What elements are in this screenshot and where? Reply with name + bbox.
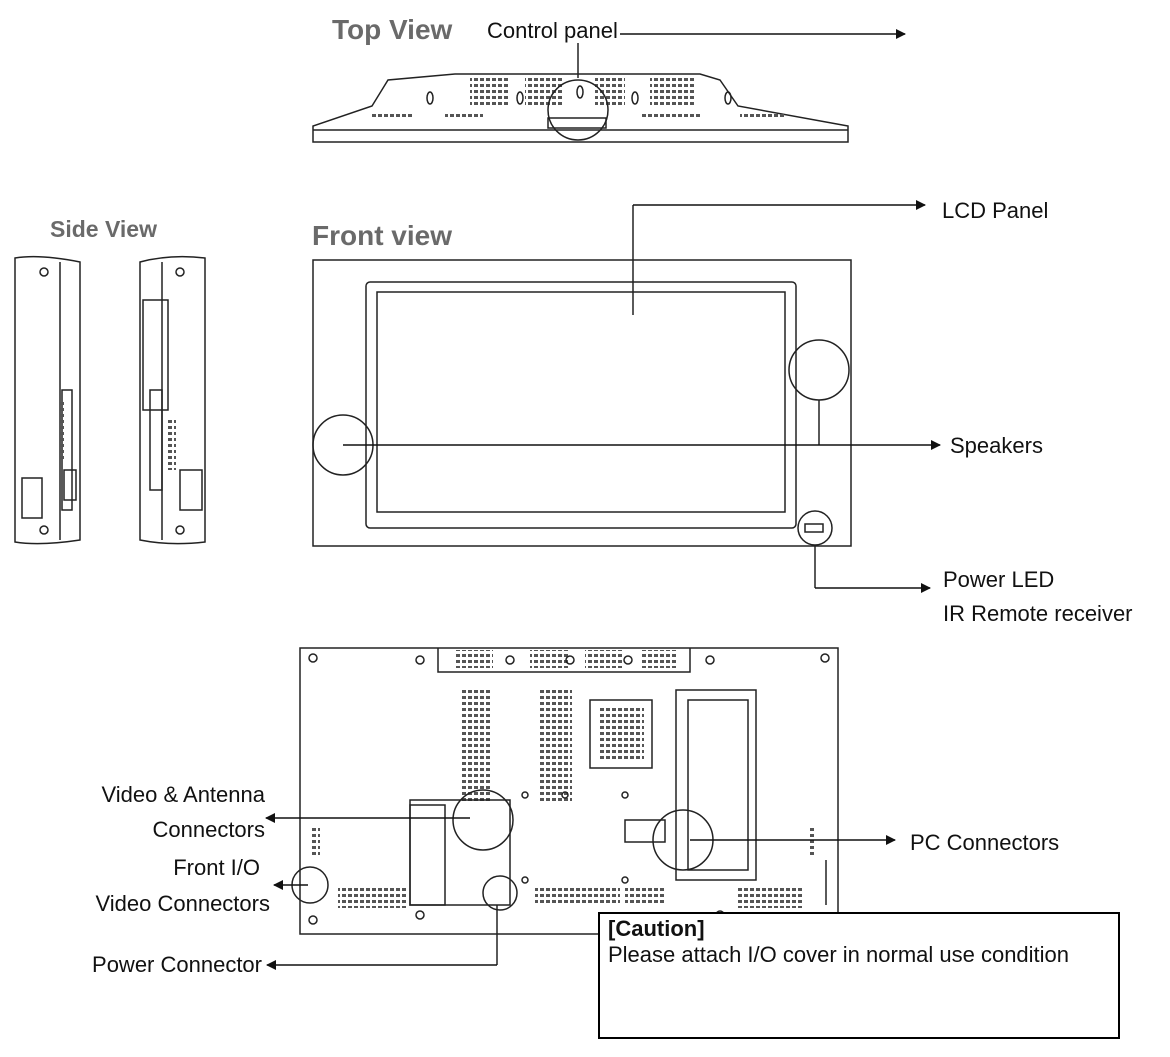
caution-heading: [Caution] — [608, 916, 705, 941]
control-panel-label: Control panel — [487, 18, 620, 44]
caution-text: Please attach I/O cover in normal use co… — [608, 942, 1070, 968]
video-antenna-label-1: Video & Antenna — [101, 782, 265, 807]
power-led-label: Power LED — [943, 567, 1055, 592]
pc-connectors-label: PC Connectors — [910, 830, 1060, 855]
side-view-right — [139, 255, 206, 545]
lcd-panel-arrow — [632, 200, 926, 315]
side-view-title: Side View — [50, 216, 157, 242]
caution-box: [Caution] Please attach I/O cover in nor… — [598, 912, 1120, 1039]
speakers-arrow — [343, 400, 941, 450]
power-connector-arrow — [266, 905, 498, 970]
power-connector-label: Power Connector — [92, 952, 262, 977]
back-view-drawing — [291, 647, 839, 935]
front-view-title: Front view — [312, 220, 453, 251]
top-view-title: Top View — [332, 14, 453, 45]
speakers-label: Speakers — [950, 433, 1043, 458]
front-view-drawing — [312, 259, 852, 547]
top-view-drawing — [312, 73, 849, 143]
front-io-label-2: Video Connectors — [95, 891, 271, 916]
front-io-label-1: Front I/O — [173, 855, 260, 880]
side-view-left — [14, 255, 81, 545]
control-panel-arrow — [577, 29, 906, 78]
lcd-panel-label: LCD Panel — [942, 198, 1049, 223]
power-led-arrow — [814, 545, 931, 593]
video-antenna-label-2: Connectors — [152, 817, 265, 842]
ir-remote-label: IR Remote receiver — [943, 601, 1133, 626]
